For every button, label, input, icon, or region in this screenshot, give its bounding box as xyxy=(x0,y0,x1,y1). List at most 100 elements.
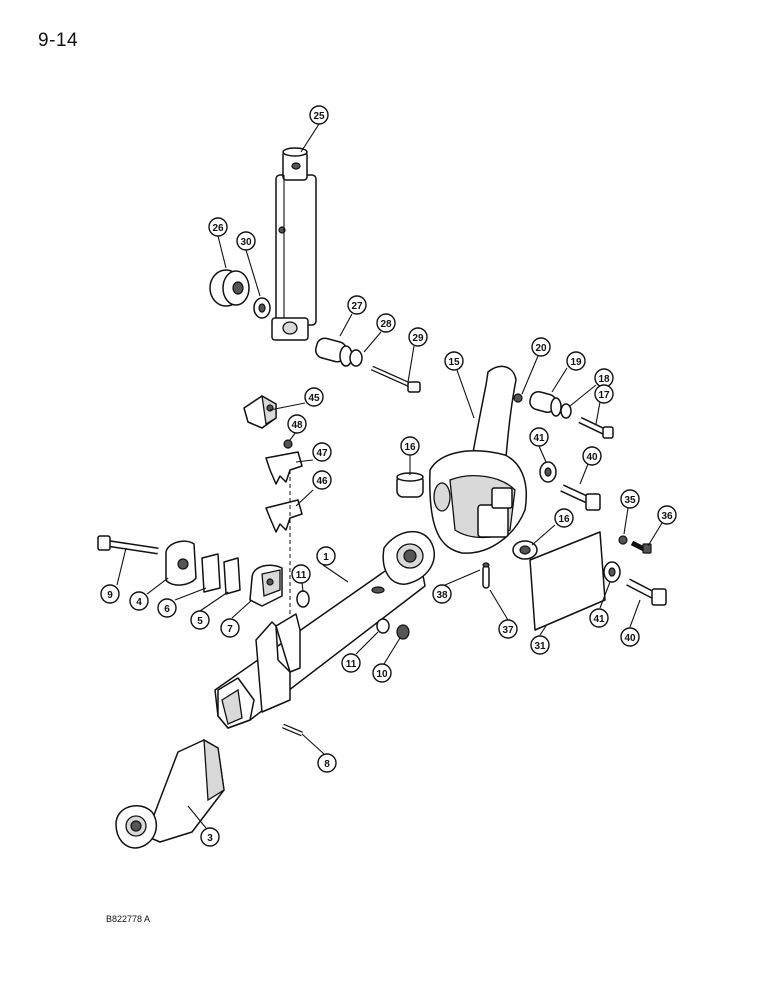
washer xyxy=(376,618,390,634)
svg-text:38: 38 xyxy=(436,590,448,601)
callout: 15 xyxy=(444,351,464,371)
callout: 31 xyxy=(530,635,550,655)
washer xyxy=(296,590,310,608)
shim xyxy=(223,557,241,595)
figure-code: B822778 A xyxy=(106,914,151,924)
svg-text:41: 41 xyxy=(533,433,545,444)
svg-text:30: 30 xyxy=(240,237,252,248)
callout: 20 xyxy=(531,337,551,357)
washer xyxy=(349,349,363,367)
bolt xyxy=(578,416,614,439)
bracket xyxy=(243,394,277,429)
svg-text:47: 47 xyxy=(316,448,328,459)
svg-text:18: 18 xyxy=(598,374,610,385)
svg-text:48: 48 xyxy=(291,420,303,431)
svg-text:20: 20 xyxy=(535,343,547,354)
pin-sleeve xyxy=(314,337,353,367)
callout: 47 xyxy=(312,442,332,462)
shim xyxy=(201,553,221,593)
lift-arm xyxy=(429,365,527,554)
callout: 4 xyxy=(129,591,149,611)
bushing xyxy=(529,390,562,417)
callout: 10 xyxy=(372,663,392,683)
callout: 6 xyxy=(157,598,177,618)
svg-text:3: 3 xyxy=(207,833,213,844)
svg-text:9: 9 xyxy=(107,590,113,601)
svg-text:45: 45 xyxy=(308,393,320,404)
svg-text:37: 37 xyxy=(502,625,514,636)
callout: 27 xyxy=(347,295,367,315)
callout: 7 xyxy=(220,618,240,638)
callout: 36 xyxy=(657,505,677,525)
screw xyxy=(513,393,523,403)
clamp xyxy=(249,564,283,607)
svg-text:19: 19 xyxy=(570,357,582,368)
svg-text:15: 15 xyxy=(448,357,460,368)
lower-link xyxy=(214,530,435,729)
spring-pin xyxy=(282,723,303,737)
screw xyxy=(630,540,652,554)
svg-text:8: 8 xyxy=(324,759,330,770)
svg-text:1: 1 xyxy=(323,552,329,563)
callout: 30 xyxy=(236,231,256,251)
callout: 35 xyxy=(620,489,640,509)
svg-text:7: 7 xyxy=(227,624,233,635)
svg-text:26: 26 xyxy=(212,223,224,234)
callout: 41 xyxy=(589,608,609,628)
bolt xyxy=(97,535,159,555)
svg-text:6: 6 xyxy=(164,604,170,615)
callout: 41 xyxy=(529,427,549,447)
svg-text:5: 5 xyxy=(197,616,203,627)
callout: 5 xyxy=(190,610,210,630)
svg-text:36: 36 xyxy=(661,511,673,522)
callout: 38 xyxy=(432,584,452,604)
adjuster-plate xyxy=(265,499,303,533)
callout: 11 xyxy=(291,564,311,584)
cylinder-assembly xyxy=(271,147,317,341)
roll-pin xyxy=(482,562,490,589)
svg-text:28: 28 xyxy=(380,319,392,330)
svg-text:35: 35 xyxy=(624,495,636,506)
svg-text:41: 41 xyxy=(593,614,605,625)
nut xyxy=(396,624,410,640)
svg-text:25: 25 xyxy=(313,111,325,122)
callout: 25 xyxy=(309,105,329,125)
callout: 48 xyxy=(287,414,307,434)
callout: 8 xyxy=(317,753,337,773)
leader-lines xyxy=(116,123,663,829)
callout: 28 xyxy=(376,313,396,333)
callout: 29 xyxy=(408,327,428,347)
svg-text:10: 10 xyxy=(376,669,388,680)
callouts: 25 26 30 27 28 29 15 20 19 18 17 45 48 4… xyxy=(100,105,677,847)
callout: 16 xyxy=(554,508,574,528)
bushing xyxy=(512,540,538,560)
svg-text:11: 11 xyxy=(296,570,307,581)
plate xyxy=(529,531,606,631)
adjuster-plate xyxy=(265,451,303,485)
svg-text:4: 4 xyxy=(136,597,142,608)
callout: 40 xyxy=(582,446,602,466)
washer xyxy=(560,403,572,419)
callout: 1 xyxy=(316,546,336,566)
bolt xyxy=(560,484,601,511)
bolt xyxy=(370,365,421,393)
bolt xyxy=(626,578,667,606)
screw xyxy=(283,439,293,449)
svg-text:27: 27 xyxy=(351,301,363,312)
callout: 9 xyxy=(100,584,120,604)
svg-text:29: 29 xyxy=(412,333,424,344)
clamp-block xyxy=(165,540,197,586)
link-end xyxy=(115,738,225,849)
page-number: 9-14 xyxy=(38,30,79,51)
bushing xyxy=(396,472,424,498)
svg-text:40: 40 xyxy=(624,633,636,644)
callout: 46 xyxy=(312,470,332,490)
svg-text:40: 40 xyxy=(586,452,598,463)
svg-text:31: 31 xyxy=(534,641,546,652)
callout: 19 xyxy=(566,351,586,371)
svg-text:46: 46 xyxy=(316,476,328,487)
svg-text:16: 16 xyxy=(404,442,416,453)
callout: 11 xyxy=(341,653,361,673)
